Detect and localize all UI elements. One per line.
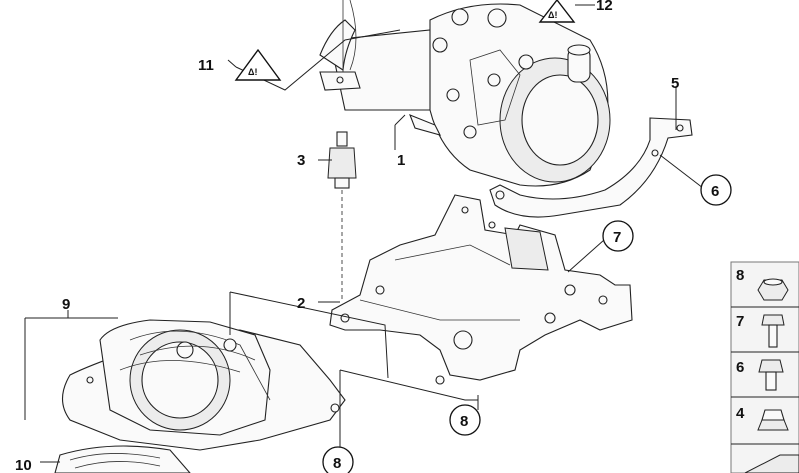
callout-1: 1 bbox=[397, 152, 405, 169]
callout-8b: 8 bbox=[333, 455, 341, 472]
legend-item-4: 4 bbox=[736, 405, 745, 422]
callout-11: 11 bbox=[198, 57, 214, 74]
legend-item-8: 8 bbox=[736, 267, 744, 284]
hardware-legend: 8 7 6 4 bbox=[730, 261, 799, 473]
hex-bolt-icon bbox=[758, 359, 784, 391]
callout-5: 5 bbox=[671, 75, 679, 92]
fan-assembly bbox=[54, 319, 346, 473]
support-bracket-5 bbox=[489, 117, 693, 218]
pump-assembly bbox=[319, 3, 611, 187]
svg-text:Δ!: Δ! bbox=[548, 10, 557, 20]
bolt-icon bbox=[761, 314, 785, 348]
callout-7-circle: 7 bbox=[602, 220, 634, 252]
legend-item-7: 7 bbox=[736, 313, 744, 330]
svg-text:Δ!: Δ! bbox=[248, 67, 257, 77]
callout-6: 6 bbox=[711, 183, 719, 200]
arrow-shape bbox=[744, 454, 799, 473]
callout-12: 12 bbox=[596, 0, 613, 14]
callout-7: 7 bbox=[613, 229, 621, 246]
callout-6-circle: 6 bbox=[700, 174, 732, 206]
callout-10: 10 bbox=[15, 457, 32, 473]
legend-item-6: 6 bbox=[736, 359, 744, 376]
nut-icon bbox=[757, 278, 789, 301]
callout-9: 9 bbox=[62, 296, 70, 313]
rubber-mount-3 bbox=[327, 131, 357, 300]
callout-2: 2 bbox=[297, 295, 305, 312]
callout-8a-circle: 8 bbox=[449, 404, 481, 436]
callout-8b-circle: 8 bbox=[322, 446, 354, 473]
mounting-bracket-7 bbox=[329, 194, 633, 385]
flange-nut-icon bbox=[757, 409, 789, 431]
warning-triangle-icon-12: Δ! bbox=[538, 0, 576, 23]
callout-8a: 8 bbox=[460, 413, 468, 430]
callout-3: 3 bbox=[297, 152, 305, 169]
warning-triangle-icon-11: Δ! bbox=[234, 48, 282, 81]
